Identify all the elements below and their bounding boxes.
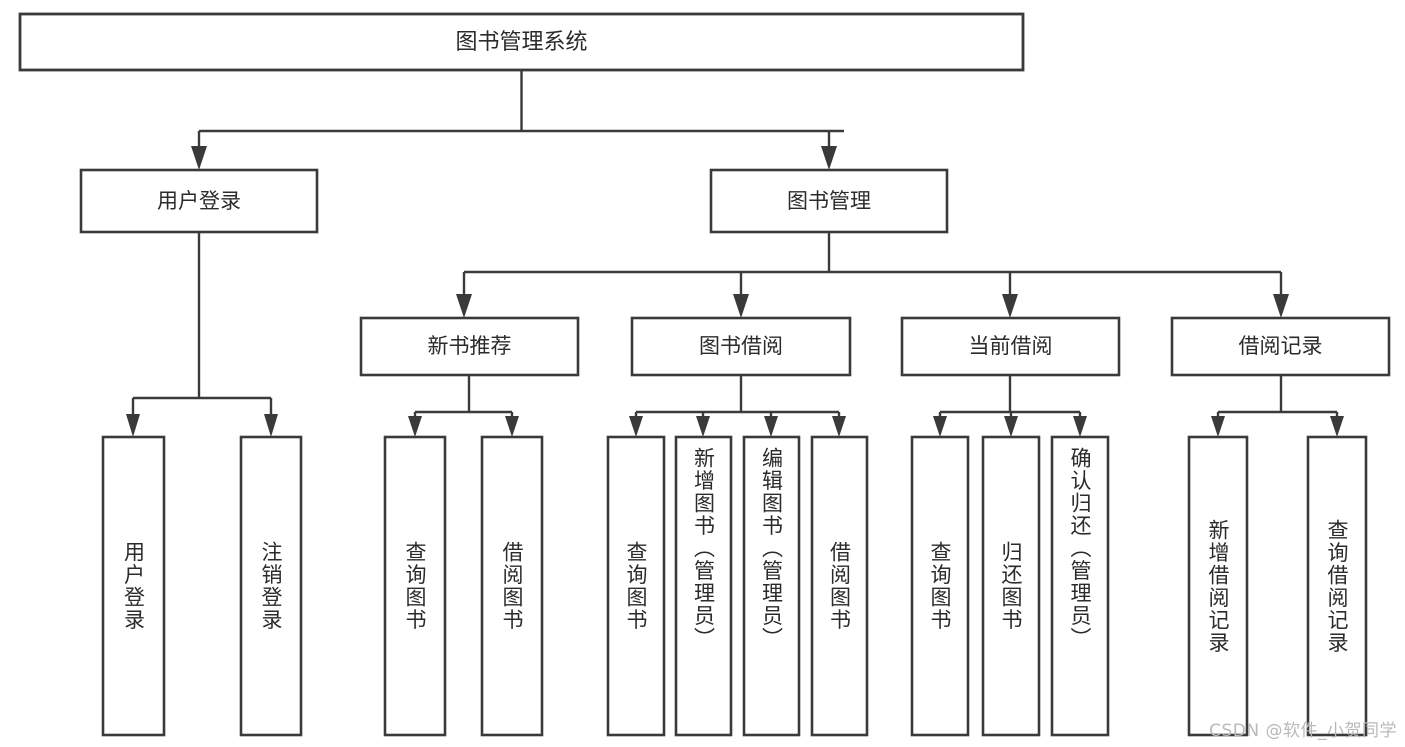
connector-layer: [126, 70, 1344, 437]
arrow-head-current-return: [1004, 416, 1018, 437]
node-current-borrow[interactable]: [900, 316, 1121, 377]
arrow-head-borrow-add: [696, 416, 710, 437]
arrow-head-leaf-user-login: [126, 414, 140, 437]
arrow-head-user-login: [191, 146, 207, 170]
arrow-head-current-query: [933, 416, 947, 437]
arrow-head-current-confirm: [1073, 416, 1087, 437]
node-leaf-add-borrow-record[interactable]: [1187, 435, 1249, 737]
node-borrow-record[interactable]: [1170, 316, 1391, 377]
csdn-watermark: CSDN @软件_小贺同学: [1209, 721, 1397, 741]
node-leaf-return-book[interactable]: [981, 435, 1041, 737]
arrow-head-book-mgmt: [821, 146, 837, 170]
node-leaf-user-login[interactable]: [101, 435, 166, 737]
node-new-book-recommend-label: 新书推荐: [428, 334, 512, 358]
node-current-borrow-label: 当前借阅: [969, 334, 1053, 358]
arrow-head-borrow-query: [629, 416, 643, 437]
arrow-head-current: [1002, 294, 1018, 318]
node-layer: 图书管理系统 用户登录 图书管理 新书推荐 图书借阅 当前借阅 借阅记录: [18, 12, 1391, 737]
arrow-head-record-add: [1211, 416, 1225, 437]
node-leaf-confirm-return-admin[interactable]: [1050, 435, 1110, 737]
arrow-head-newbook: [456, 294, 472, 318]
arrow-head-leaf-logout: [264, 414, 278, 437]
node-leaf-logout[interactable]: [239, 435, 303, 737]
arrow-head-record-query: [1330, 416, 1344, 437]
node-leaf-query-book-rec[interactable]: [383, 435, 447, 737]
node-new-book-recommend[interactable]: [359, 316, 580, 377]
arrow-head-newbook-borrow: [505, 416, 519, 437]
node-leaf-query-book-current[interactable]: [910, 435, 970, 737]
node-book-borrow[interactable]: [630, 316, 852, 377]
node-book-management-label: 图书管理: [787, 189, 871, 213]
node-book-management[interactable]: [709, 168, 949, 234]
arrow-head-borrow-edit: [764, 416, 778, 437]
node-leaf-query-borrow-record[interactable]: [1306, 435, 1368, 737]
arrow-head-borrow-lend: [832, 416, 846, 437]
node-leaf-edit-book-admin[interactable]: [742, 435, 801, 737]
node-book-borrow-label: 图书借阅: [699, 334, 783, 358]
node-leaf-query-book-borrow[interactable]: [606, 435, 666, 737]
node-leaf-add-book-admin[interactable]: [674, 435, 733, 737]
arrow-head-borrow: [733, 294, 749, 318]
node-borrow-record-label: 借阅记录: [1239, 334, 1323, 358]
node-root-system[interactable]: [18, 12, 1025, 72]
arrow-head-record: [1273, 294, 1289, 318]
node-leaf-lend-book[interactable]: [810, 435, 869, 737]
node-root-system-label: 图书管理系统: [455, 30, 587, 55]
node-user-login-label: 用户登录: [157, 189, 241, 213]
node-leaf-borrow-book-rec[interactable]: [480, 435, 544, 737]
arrow-head-newbook-query: [408, 416, 422, 437]
node-user-login[interactable]: [79, 168, 319, 234]
